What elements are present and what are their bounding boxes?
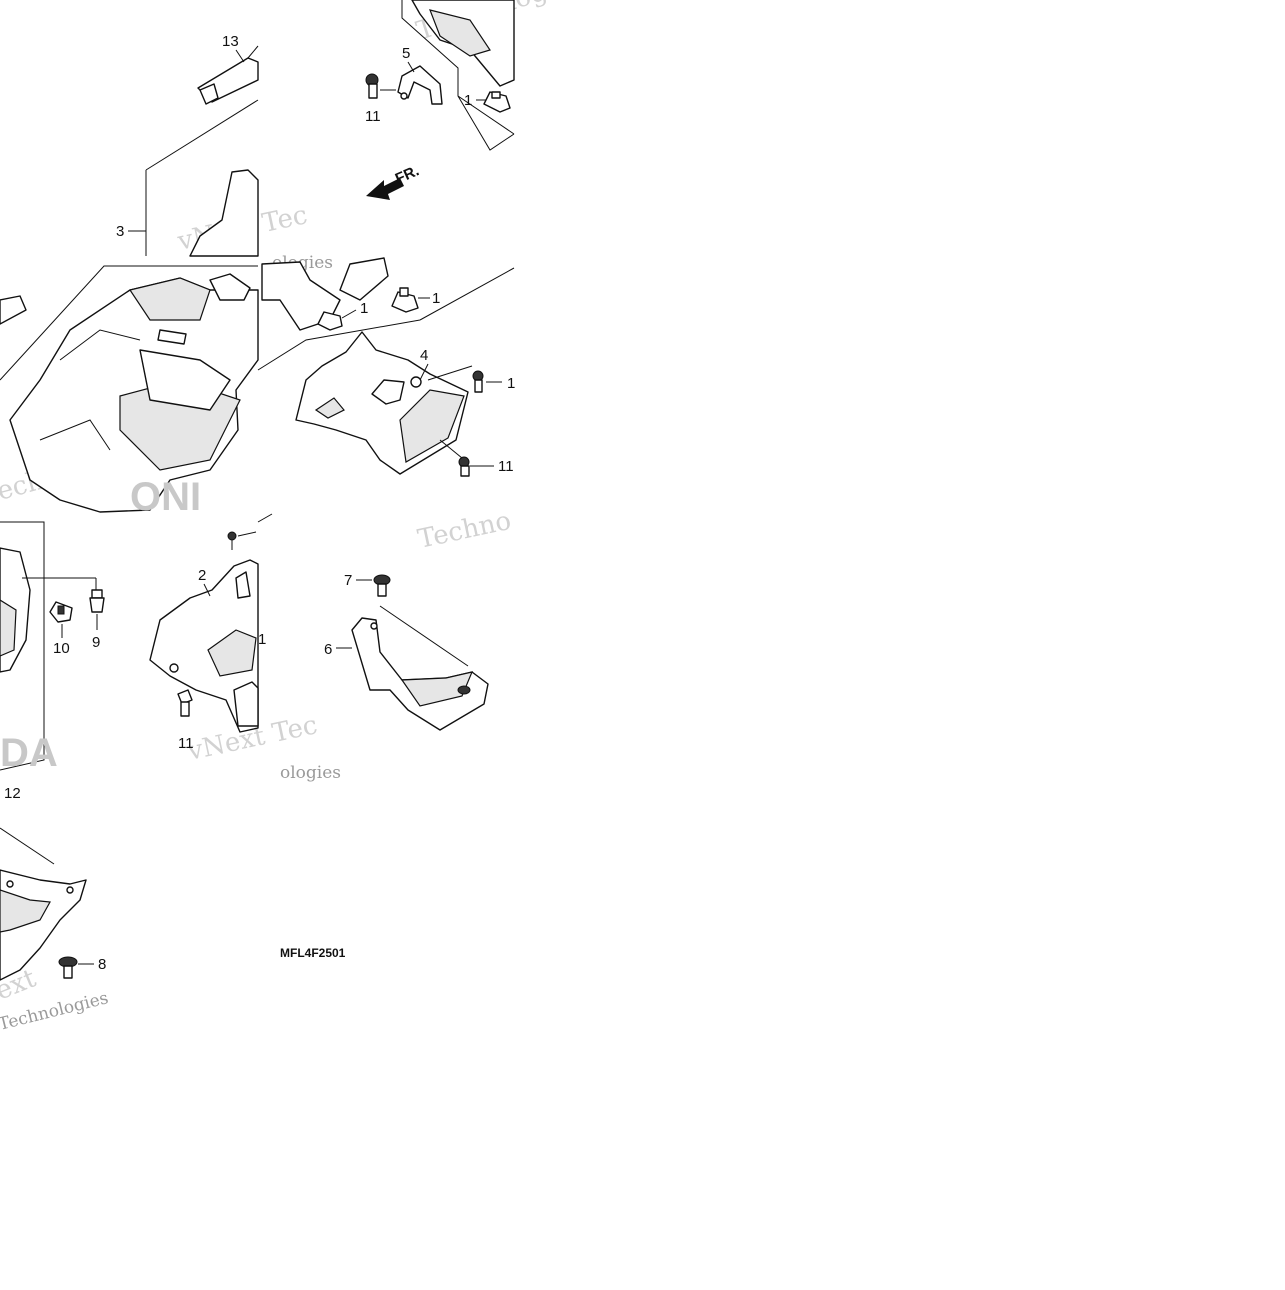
tile-panel-12: 12 8 ext Technologies: [0, 785, 110, 1035]
callout-1: 1: [360, 300, 368, 317]
watermark-honda: ONI: [130, 475, 201, 519]
tile-cover-4: ologies 1 1 4 1: [257, 253, 515, 477]
callout-3: 3: [116, 223, 124, 240]
watermark: ologies: [280, 763, 341, 783]
callout-12: 12: [4, 785, 21, 802]
callout-4: 4: [420, 347, 428, 364]
panel-part-2: [149, 559, 259, 733]
callout-1: 1: [507, 375, 515, 392]
callout-10: 10: [53, 640, 70, 657]
clip-part-9: [89, 589, 105, 613]
callout-9: 9: [92, 634, 100, 651]
tile-strap-and-fender-top: vNext Tec 13 3: [116, 33, 310, 257]
bolt-part-11: [458, 456, 470, 477]
watermark-honda: DA: [0, 731, 58, 775]
direction-label: FR.: [393, 162, 422, 187]
front-direction-arrow: FR.: [366, 162, 422, 200]
callout-11: 11: [365, 108, 381, 125]
panel-part-12: [0, 869, 87, 981]
callout-2: 2: [198, 567, 206, 584]
tile-nuts-9-10: DA 10 9: [0, 521, 105, 775]
cover-part-4: [295, 331, 469, 475]
tile-bracket-top: Technolog 5 11 1 FR.: [365, 0, 551, 200]
callout-11: 11: [498, 458, 514, 475]
cover-part-6: [351, 617, 489, 731]
nut-part-1: [483, 91, 511, 113]
bolt-part-7: [373, 574, 391, 597]
callout-13: 13: [222, 33, 239, 50]
callout-1: 1: [432, 290, 440, 307]
strap-part-13: [197, 45, 259, 105]
nut-part-1: [317, 311, 343, 331]
callout-11: 11: [178, 735, 194, 752]
tile-rear-fender: echnologie ONI: [0, 265, 259, 519]
callout-8: 8: [98, 956, 106, 973]
diagram-code: MFL4F2501: [280, 946, 346, 960]
callout-5: 5: [402, 45, 410, 62]
callout-6: 6: [324, 641, 332, 658]
callout-1: 1: [258, 631, 266, 648]
callout-1: 1: [464, 92, 472, 109]
screw-part-1: [472, 370, 484, 393]
bolt-part-8: [58, 956, 78, 979]
bracket-part-5: [397, 65, 443, 105]
screw-part-1: [227, 531, 237, 550]
nut-part-10: [49, 601, 73, 623]
tile-cover-6: Techno 7 6: [257, 506, 514, 731]
bolt-part-11: [177, 689, 193, 717]
watermark: Techno: [415, 506, 514, 555]
bolt-part-11: [365, 73, 379, 99]
nut-part-1: [391, 287, 419, 313]
callout-7: 7: [344, 572, 352, 589]
tile-panel-2: vNext Tec ologies 2 1 11: [149, 531, 341, 783]
